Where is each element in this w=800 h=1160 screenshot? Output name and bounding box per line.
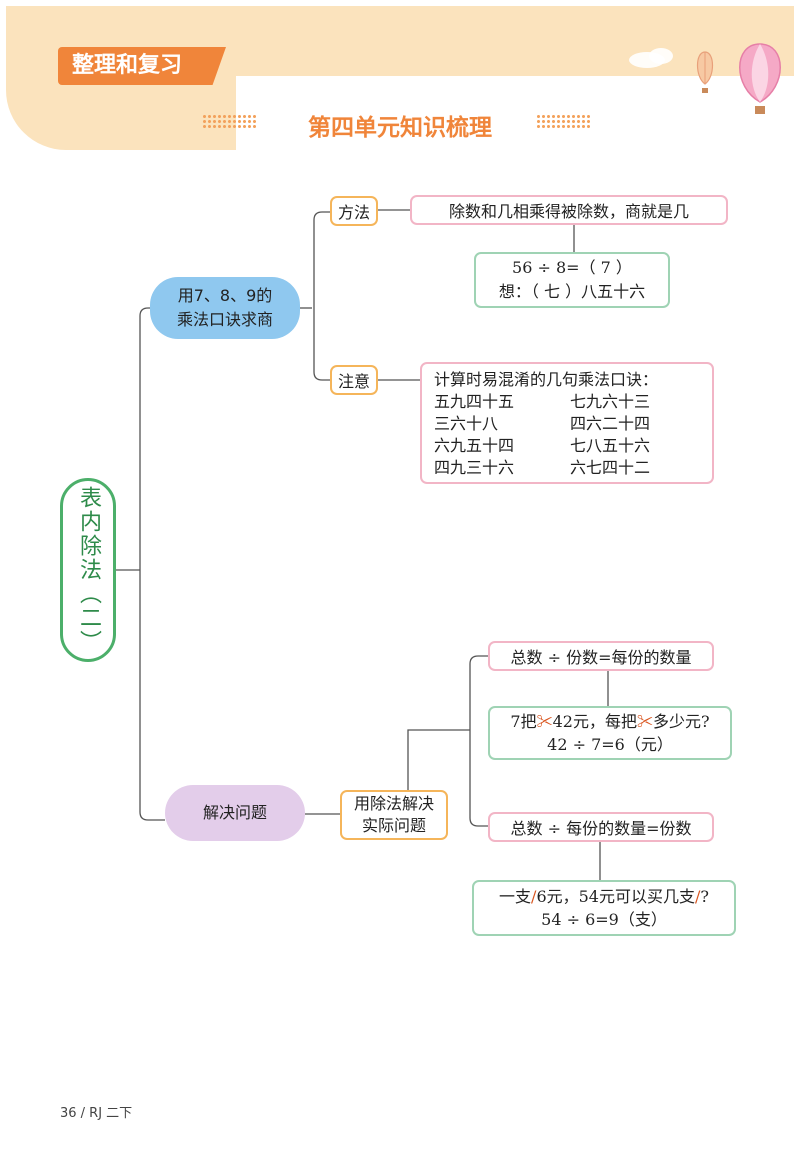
method-example-line2: 想：（ 七 ）八五十六 <box>498 282 646 301</box>
example-2-part-c: ? <box>700 887 709 906</box>
example-1-part-c: 多少元? <box>653 712 710 731</box>
formula-2-box: 总数 ÷ 每份的数量=份数 <box>488 812 714 842</box>
header-background-curve <box>6 76 236 150</box>
note-row: 四九三十六 六七四十二 <box>434 457 712 479</box>
note-rhyme: 六九五十四 <box>434 436 515 455</box>
division-application-line2: 实际问题 <box>361 816 426 835</box>
note-pairs: 五九四十五 七九六十三三六十八 四六二十四六九五十四 七八五十六四九三十六 六七四十二 <box>434 391 712 479</box>
note-tag-label: 注意 <box>337 372 370 391</box>
branch-solve-problems: 解决问题 <box>165 785 305 841</box>
division-application-box: 用除法解决 实际问题 <box>340 790 448 840</box>
section-badge: 整理和复习 <box>58 47 226 85</box>
note-rhyme: 三六十八 <box>434 414 499 433</box>
note-rhyme: 四九三十六 <box>434 458 515 477</box>
pen-icon: / <box>531 887 537 906</box>
scissors-icon: ✂ <box>636 712 653 731</box>
note-heading: 计算时易混淆的几句乘法口诀： <box>434 370 659 389</box>
title-dots-left <box>202 114 256 130</box>
note-rhyme: 七八五十六 <box>570 436 651 455</box>
division-application-line1: 用除法解决 <box>353 794 434 813</box>
example-1-line1: 7把✂42元，每把✂多少元? <box>510 710 709 733</box>
method-tag-label: 方法 <box>337 203 370 222</box>
example-1-part-a: 7把 <box>510 712 537 731</box>
branch-label: 解决问题 <box>202 803 267 822</box>
formula-1-box: 总数 ÷ 份数=每份的数量 <box>488 641 714 671</box>
branch-label-line1: 用7、8、9的 <box>177 286 273 305</box>
note-rhyme: 四六二十四 <box>570 414 651 433</box>
method-example-box: 56 ÷ 8=（ 7 ） 想：（ 七 ）八五十六 <box>474 252 670 308</box>
example-2-box: 一支/6元，54元可以买几支/? 54 ÷ 6=9（支） <box>472 880 736 936</box>
example-2-part-a: 一支 <box>499 887 532 906</box>
note-rhyme: 七九六十三 <box>570 392 651 411</box>
note-tag: 注意 <box>330 365 378 395</box>
page-footer: 36 / RJ 二下 <box>60 1106 133 1121</box>
method-rule-text: 除数和几相乘得被除数，商就是几 <box>448 202 689 221</box>
method-tag: 方法 <box>330 196 378 226</box>
branch-label-line2: 乘法口诀求商 <box>176 310 273 329</box>
method-example-line1: 56 ÷ 8=（ 7 ） <box>512 258 632 277</box>
pen-icon: / <box>694 887 701 906</box>
note-row: 五九四十五 七九六十三 <box>434 391 712 413</box>
note-box: 计算时易混淆的几句乘法口诀： 五九四十五 七九六十三三六十八 四六二十四六九五十四 七… <box>420 362 714 484</box>
method-rule-box: 除数和几相乘得被除数，商就是几 <box>410 195 728 225</box>
scissors-icon: ✂ <box>536 712 553 731</box>
note-rhyme: 六七四十二 <box>570 458 651 477</box>
example-1-box: 7把✂42元，每把✂多少元? 42 ÷ 7=6（元） <box>488 706 732 760</box>
formula-1-text: 总数 ÷ 份数=每份的数量 <box>510 648 692 667</box>
formula-2-text: 总数 ÷ 每份的数量=份数 <box>510 819 692 838</box>
example-2-line2: 54 ÷ 6=9（支） <box>541 910 667 929</box>
example-1-line2: 42 ÷ 7=6（元） <box>547 735 673 754</box>
branch-multiplication-rhyme: 用7、8、9的 乘法口诀求商 <box>150 277 300 339</box>
page-title: 第四单元知识梳理 <box>308 115 492 141</box>
example-1-part-b: 42元，每把 <box>552 712 637 731</box>
note-rhyme: 五九四十五 <box>434 392 515 411</box>
title-dots-right <box>536 114 590 130</box>
note-row: 六九五十四 七八五十六 <box>434 435 712 457</box>
note-row: 三六十八 四六二十四 <box>434 413 712 435</box>
balloon-decoration <box>629 43 781 114</box>
root-topic: 表内除法（二） <box>60 478 116 662</box>
example-2-part-b: 6元，54元可以买几支 <box>536 887 695 906</box>
example-2-line1: 一支/6元，54元可以买几支/? <box>499 885 709 908</box>
